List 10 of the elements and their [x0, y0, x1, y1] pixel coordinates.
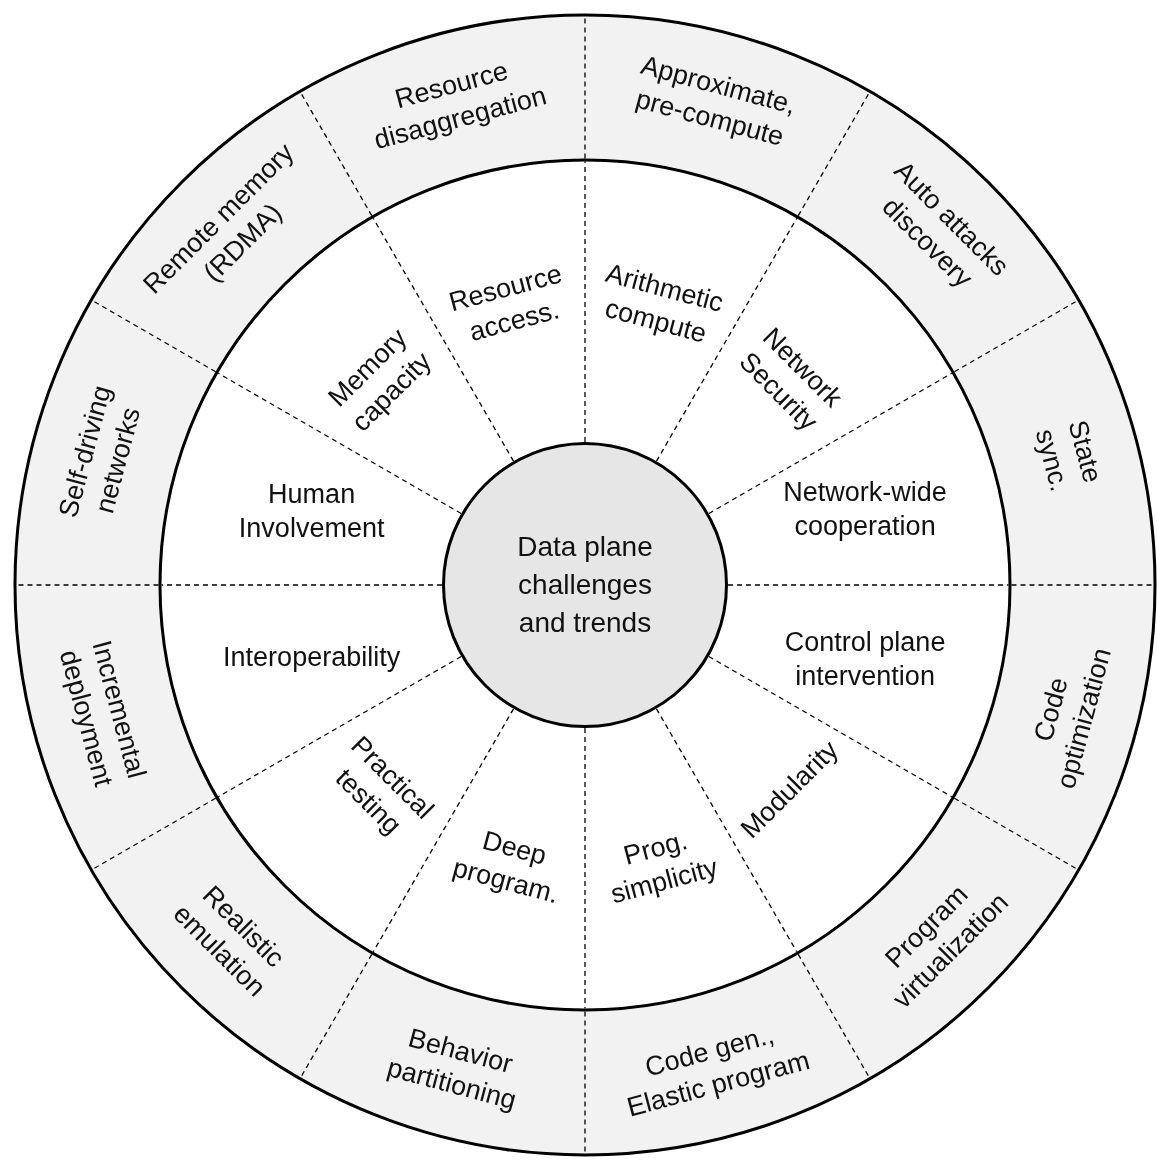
- segment-label: Resource access.: [433, 254, 587, 356]
- segment-label: Prog. simplicity: [583, 814, 737, 916]
- segment-label: Human Involvement: [201, 478, 422, 546]
- segment-label: Control plane intervention: [755, 626, 976, 694]
- segment-label: Network-wide cooperation: [757, 476, 973, 544]
- segment-label: Code gen., Elastic program: [609, 1009, 820, 1127]
- segment-label: Interoperability: [223, 641, 401, 676]
- center-title: Data plane challenges and trends: [516, 530, 654, 640]
- segment-label: State sync.: [1023, 403, 1113, 508]
- segment-label: Deep program.: [438, 815, 582, 915]
